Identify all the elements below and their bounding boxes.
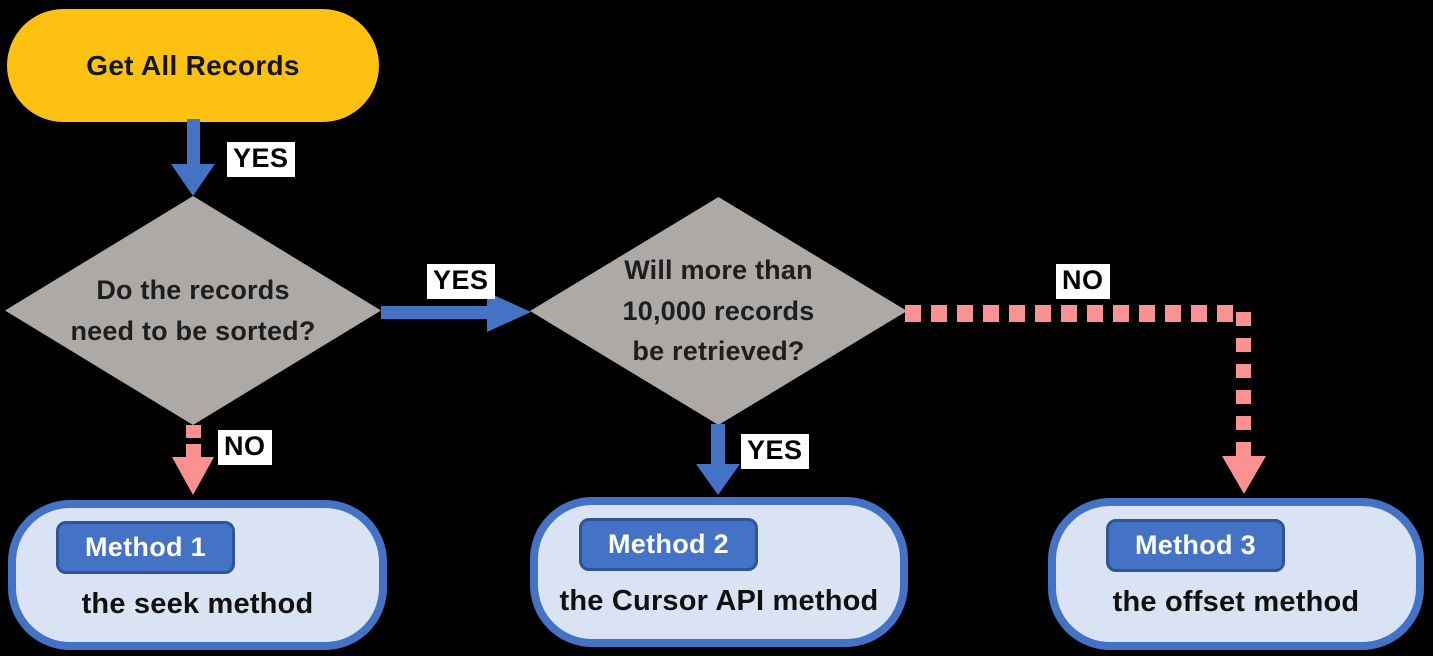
method2-badge: Method 2 [579, 518, 758, 571]
edge-decision1-to-decision2-line [381, 306, 489, 319]
method1-node: Method 1 the seek method [8, 500, 387, 650]
arrowhead-down-dashed-icon [172, 457, 214, 495]
edge-label-yes-decision1: YES [427, 264, 495, 299]
edge-start-to-decision1-line [187, 119, 200, 169]
edge-label-yes-start: YES [227, 142, 295, 177]
method3-description: the offset method [1112, 586, 1360, 618]
decision1-line2: need to be sorted? [70, 315, 316, 346]
start-node: Get All Records [7, 9, 379, 122]
method3-node: Method 3 the offset method [1048, 498, 1424, 650]
decision2-line2: 10,000 records [622, 295, 815, 326]
decision-node-10000-records: Will more than 10,000 records be retriev… [530, 197, 907, 425]
arrowhead-down-dashed-icon [1222, 456, 1266, 494]
edge-decision2-to-method3-line-vertical [1236, 312, 1251, 458]
edge-label-no-decision1: NO [218, 430, 272, 465]
method2-description: the Cursor API method [559, 585, 879, 617]
method1-description: the seek method [81, 588, 314, 620]
decision1-line1: Do the records [96, 275, 290, 305]
arrowhead-down-icon [171, 164, 215, 196]
method3-badge: Method 3 [1106, 519, 1285, 572]
start-node-label: Get All Records [86, 49, 300, 81]
decision-node-sorted-text: Do the records need to be sorted? [70, 270, 315, 351]
decision2-line1: Will more than [624, 255, 813, 286]
edge-decision2-to-method2-line [711, 424, 725, 468]
method2-node: Method 2 the Cursor API method [530, 497, 908, 647]
edge-label-no-decision2: NO [1056, 264, 1110, 299]
decision-node-10000-records-text: Will more than 10,000 records be retriev… [623, 250, 815, 372]
edge-decision1-to-method1-line [186, 425, 201, 458]
edge-decision2-to-method3-line-horizontal [905, 305, 1237, 322]
decision-node-sorted: Do the records need to be sorted? [5, 196, 381, 425]
arrowhead-down-icon [696, 464, 740, 495]
edge-label-yes-decision2: YES [741, 434, 809, 469]
method1-badge: Method 1 [56, 521, 235, 574]
decision2-line3: be retrieved? [632, 336, 805, 367]
